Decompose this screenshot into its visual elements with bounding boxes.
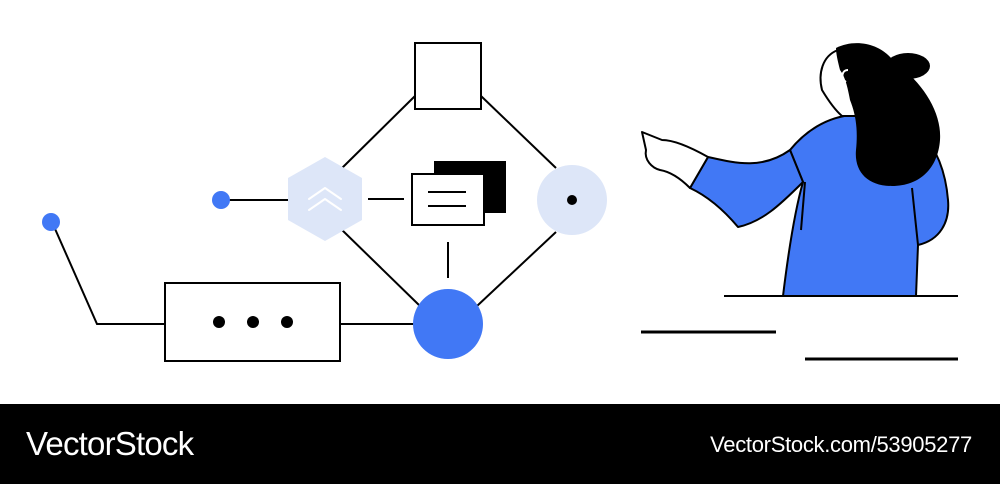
arrows-up-icon: [308, 187, 342, 211]
connector-left-bottom: [339, 227, 421, 307]
woman-figure: [641, 43, 950, 297]
woman-arm: [689, 149, 804, 228]
hexagon-node: [288, 157, 362, 241]
footer-logo: VectorStock: [26, 425, 194, 462]
footer-image-id: VectorStock.com/53905277: [710, 432, 972, 457]
blue-circle-node: [413, 289, 483, 359]
documents-icon: [411, 161, 506, 226]
woman-ear: [841, 69, 849, 83]
woman-hand: [641, 131, 709, 189]
connector-top-left: [339, 95, 416, 171]
woman-hair: [836, 43, 941, 186]
dots-icon: [213, 316, 293, 328]
connector-right-bottom: [476, 231, 557, 307]
network-connectors: [51, 95, 557, 325]
connector-far-left-dot-box: [51, 221, 165, 325]
flowchart-illustration: [42, 42, 958, 362]
endpoint-dot-left: [212, 191, 230, 209]
connector-top-right: [480, 95, 557, 169]
woman-hair-bun: [886, 53, 930, 79]
footer-bar: VectorStock VectorStock.com/53905277: [0, 404, 1000, 484]
endpoint-dot-far-left: [42, 213, 60, 231]
target-dot-icon: [537, 165, 607, 235]
square-node: [414, 42, 482, 110]
